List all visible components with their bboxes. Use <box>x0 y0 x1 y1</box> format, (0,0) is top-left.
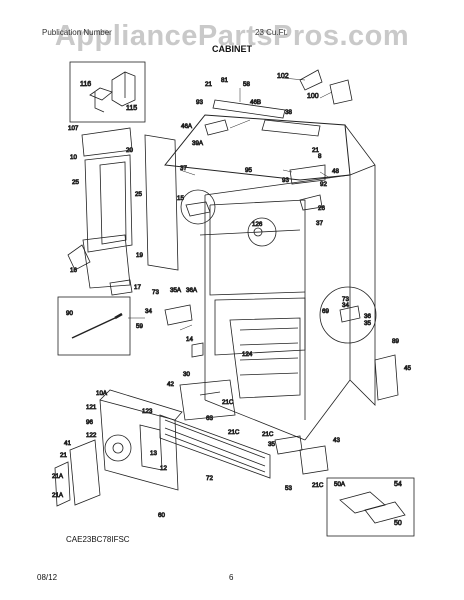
callout-circle-126 <box>247 217 277 247</box>
part-label-34a: 34 <box>145 308 152 315</box>
fan-assembly <box>54 389 183 507</box>
part-label-116: 116 <box>80 81 91 88</box>
footer-date: 08/12 <box>37 573 58 582</box>
inset-box-dispenser <box>69 61 146 123</box>
part-label-89: 89 <box>392 338 399 345</box>
part-label-93: 93 <box>196 99 203 106</box>
part-label-16: 16 <box>70 267 77 274</box>
part-label-102: 102 <box>277 73 289 80</box>
part-label-36a: 36A <box>186 287 198 294</box>
part-label-21a-lower: 21A <box>52 492 64 499</box>
part-label-37b: 37 <box>316 220 323 227</box>
header-left-text: Publication Number <box>42 28 112 37</box>
part-label-45: 45 <box>404 365 411 372</box>
header-right-text: 23 Cu.Ft. <box>255 28 288 37</box>
part-label-21c-mid: 21C <box>228 429 240 436</box>
part-label-115: 115 <box>126 105 137 112</box>
part-label-53: 53 <box>285 485 292 492</box>
part-label-107: 107 <box>68 125 79 132</box>
part-label-73b: 73 <box>342 296 349 303</box>
part-label-50: 50 <box>394 520 402 527</box>
model-number: CAE23BC78IFSC <box>66 535 130 544</box>
part-label-21: 21 <box>205 81 212 88</box>
part-label-10a: 10A <box>96 390 108 397</box>
part-label-73a: 73 <box>152 289 159 296</box>
inset-box-50 <box>326 477 415 537</box>
part-label-25b: 25 <box>135 191 142 198</box>
part-label-96: 96 <box>86 419 93 426</box>
section-title: CABINET <box>212 44 252 54</box>
part-label-43: 43 <box>333 437 340 444</box>
part-label-95: 95 <box>245 167 252 174</box>
part-label-30: 30 <box>183 371 190 378</box>
callout-circle-69 <box>319 286 377 344</box>
part-label-59: 59 <box>136 323 143 330</box>
inset-box-90 <box>57 296 131 356</box>
part-label-21c-bottom: 21C <box>312 482 324 489</box>
part-label-34b: 34 <box>342 302 349 309</box>
part-label-100: 100 <box>307 93 319 100</box>
part-label-26: 26 <box>318 205 325 212</box>
part-label-72: 72 <box>206 475 213 482</box>
leader-lines <box>128 77 333 331</box>
part-label-13: 13 <box>150 450 157 457</box>
part-label-15: 15 <box>177 195 184 202</box>
door-panel-parts <box>67 127 179 296</box>
part-label-60: 60 <box>158 512 165 519</box>
part-label-21c-top: 21C <box>222 399 234 406</box>
dispenser-parts-drawing <box>89 71 136 113</box>
part-label-93b: 93 <box>282 177 289 184</box>
watermark: AppliancePartsPros.com <box>54 20 410 52</box>
part-label-46a: 46A <box>181 123 193 130</box>
part-label-90: 90 <box>66 310 73 317</box>
part-label-41: 41 <box>64 440 71 447</box>
part-label-12: 12 <box>160 465 167 472</box>
part-label-17: 17 <box>134 284 141 291</box>
part-label-35c: 35 <box>268 441 275 448</box>
part-label-63: 63 <box>206 415 213 422</box>
part-label-38: 38 <box>285 109 292 116</box>
part-label-25a: 25 <box>72 179 79 186</box>
part-label-124: 124 <box>242 351 253 358</box>
part-label-21b: 21 <box>312 147 319 154</box>
part-label-21c-right: 21C <box>262 431 274 438</box>
part-label-46b: 46B <box>250 99 261 106</box>
cabinet-body <box>164 114 376 441</box>
part-label-48: 48 <box>332 168 339 175</box>
part-label-20: 20 <box>126 147 133 154</box>
part-label-81: 81 <box>221 77 228 84</box>
part-label-42: 42 <box>167 381 174 388</box>
part-label-92: 92 <box>320 181 327 188</box>
part-label-123: 123 <box>142 408 153 415</box>
part-label-10: 10 <box>70 154 77 161</box>
part-label-21d: 21 <box>60 452 67 459</box>
part-label-54: 54 <box>394 481 402 488</box>
part-label-126: 126 <box>252 221 263 228</box>
part-label-122: 122 <box>86 432 97 439</box>
part-label-37a: 37 <box>180 165 187 172</box>
part-label-35a: 35A <box>170 287 182 294</box>
footer-page-number: 6 <box>229 573 234 582</box>
top-bracket <box>204 69 353 211</box>
part-label-8: 8 <box>318 153 322 160</box>
part-label-36b: 36 <box>364 313 371 320</box>
part-label-21a-upper: 21A <box>52 473 64 480</box>
mid-hardware <box>164 304 399 475</box>
part-label-14: 14 <box>186 336 193 343</box>
part-label-39a: 39A <box>192 140 204 147</box>
part-label-58: 58 <box>243 81 250 88</box>
part-label-121: 121 <box>86 404 97 411</box>
part-label-19: 19 <box>136 252 143 259</box>
callout-circle-15 <box>180 189 216 225</box>
part-label-69: 69 <box>322 308 329 315</box>
part-label-50a: 50A <box>334 481 346 488</box>
part-label-35b: 35 <box>364 320 371 327</box>
